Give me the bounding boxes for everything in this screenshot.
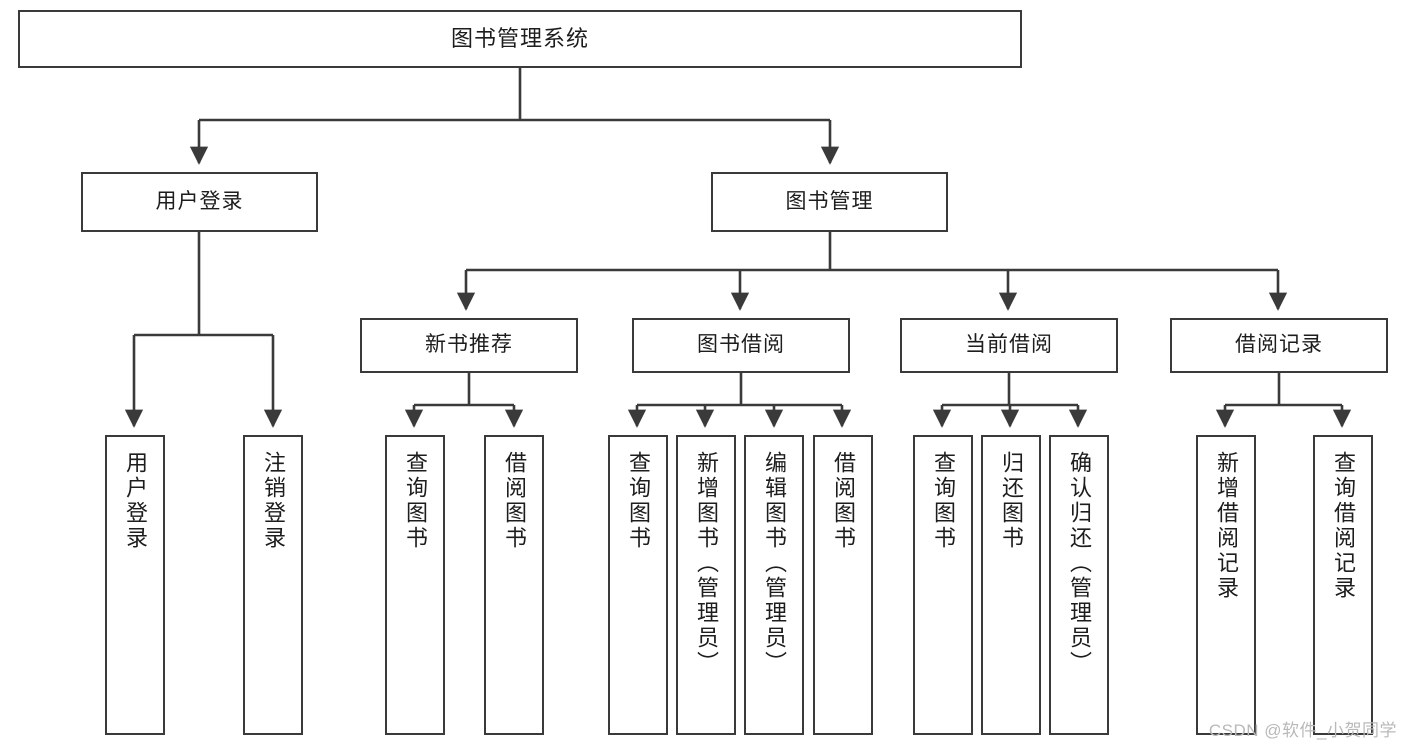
- leaf-confirm-return-admin[interactable]: 确认归还（管理员）: [1049, 435, 1109, 735]
- node-label: 图书借阅: [697, 333, 785, 357]
- leaf-borrow-book-recommend[interactable]: 借阅图书: [484, 435, 544, 735]
- leaf-query-book-current[interactable]: 查询图书: [913, 435, 973, 735]
- leaf-logout[interactable]: 注销登录: [243, 435, 303, 735]
- node-new-book-recommend[interactable]: 新书推荐: [360, 318, 578, 373]
- node-label: 注销登录: [261, 451, 286, 551]
- leaf-borrow-book[interactable]: 借阅图书: [813, 435, 873, 735]
- node-label: 新书推荐: [425, 333, 513, 357]
- node-label: 图书管理: [785, 189, 874, 213]
- node-label: 查询图书: [931, 451, 956, 551]
- node-borrow-record[interactable]: 借阅记录: [1170, 318, 1388, 373]
- node-label: 当前借阅: [965, 333, 1053, 357]
- node-user-login[interactable]: 用户登录: [81, 172, 318, 232]
- leaf-query-borrow-record[interactable]: 查询借阅记录: [1313, 435, 1373, 735]
- node-label: 查询图书: [403, 451, 428, 551]
- node-current-borrow[interactable]: 当前借阅: [900, 318, 1118, 373]
- node-label: 用户登录: [123, 451, 148, 551]
- node-label: 图书管理系统: [450, 26, 589, 52]
- node-label: 借阅图书: [831, 451, 856, 551]
- leaf-query-book-borrow[interactable]: 查询图书: [608, 435, 668, 735]
- node-book-management[interactable]: 图书管理: [711, 172, 948, 232]
- node-label: 借阅记录: [1235, 333, 1323, 357]
- csdn-watermark: CSDN @软件_小贺同学: [1208, 721, 1397, 740]
- node-label: 查询图书: [626, 451, 651, 551]
- node-label: 新增借阅记录: [1214, 451, 1239, 601]
- leaf-add-borrow-record[interactable]: 新增借阅记录: [1196, 435, 1256, 735]
- node-book-management-system[interactable]: 图书管理系统: [18, 10, 1022, 68]
- leaf-add-book-admin[interactable]: 新增图书（管理员）: [676, 435, 736, 735]
- node-label: 用户登录: [155, 189, 244, 213]
- node-label: 编辑图书（管理员）: [762, 451, 787, 676]
- node-book-borrow[interactable]: 图书借阅: [632, 318, 850, 373]
- node-label: 查询借阅记录: [1331, 451, 1356, 601]
- node-label: 归还图书: [999, 451, 1024, 551]
- leaf-return-book[interactable]: 归还图书: [981, 435, 1041, 735]
- leaf-user-login[interactable]: 用户登录: [105, 435, 165, 735]
- leaf-query-book-recommend[interactable]: 查询图书: [385, 435, 445, 735]
- node-label: 新增图书（管理员）: [694, 451, 719, 676]
- leaf-edit-book-admin[interactable]: 编辑图书（管理员）: [744, 435, 804, 735]
- node-label: 借阅图书: [502, 451, 527, 551]
- node-label: 确认归还（管理员）: [1067, 451, 1092, 676]
